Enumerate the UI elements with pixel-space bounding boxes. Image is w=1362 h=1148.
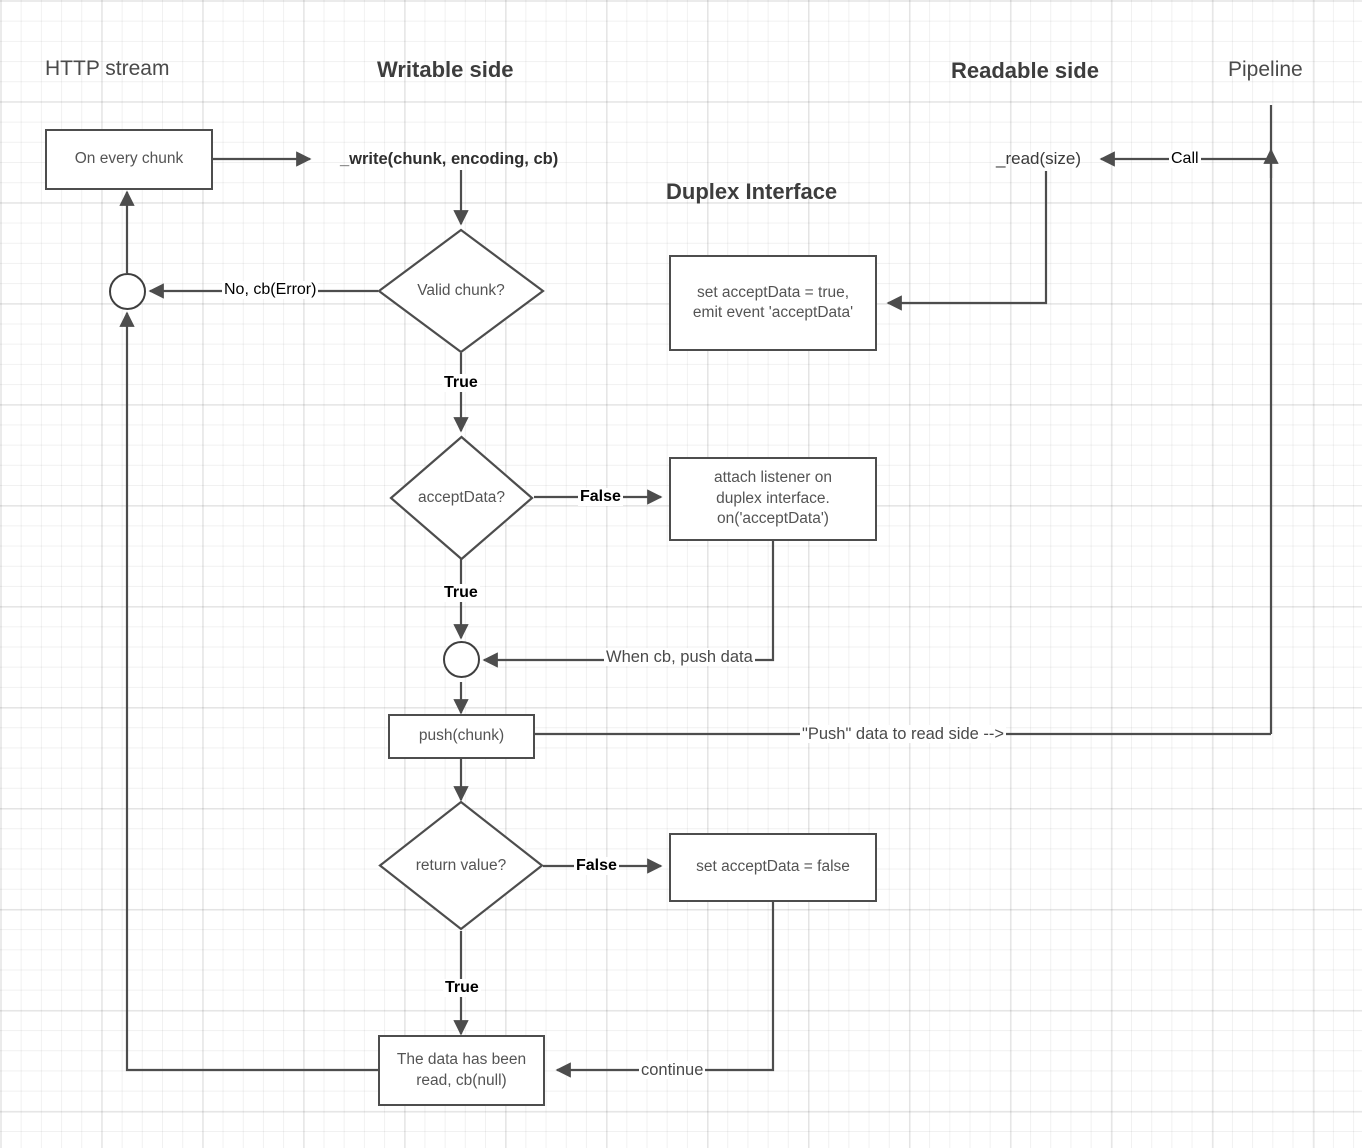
edge-read-to-setacceptdata xyxy=(886,171,1048,311)
node-accept-data-label: acceptData? xyxy=(417,489,506,506)
diamond-shape-return-value xyxy=(378,800,544,931)
node-data-has-been-read[interactable]: The data has been read, cb(null) xyxy=(378,1035,545,1106)
edge-label-push-to-read-side: "Push" data to read side --> xyxy=(800,725,1007,744)
label-write-api: _write(chunk, encoding, cb) xyxy=(340,150,559,168)
diamond-shape-valid-chunk xyxy=(377,228,545,354)
edge-label-no-cb-error: No, cb(Error) xyxy=(222,281,319,299)
node-return-value-question[interactable]: return value? xyxy=(378,800,544,931)
merge-node-push-join[interactable] xyxy=(443,641,480,678)
edge-label-continue: continue xyxy=(639,1061,706,1080)
edge-label-true-3: True xyxy=(443,979,481,997)
diamond-shape-accept-data xyxy=(389,435,534,561)
merge-node-error-join[interactable] xyxy=(109,273,146,310)
node-set-accept-data-false[interactable]: set acceptData = false xyxy=(669,833,877,902)
heading-duplex-interface: Duplex Interface xyxy=(666,179,838,204)
node-on-every-chunk[interactable]: On every chunk xyxy=(45,129,213,190)
edge-label-when-cb-push-data: When cb, push data xyxy=(604,648,755,667)
node-attach-listener[interactable]: attach listener on duplex interface. on(… xyxy=(669,457,877,541)
label-read-api: _read(size) xyxy=(996,149,1082,168)
node-valid-chunk[interactable]: Valid chunk? xyxy=(377,228,545,354)
node-return-value-label: return value? xyxy=(415,856,507,874)
heading-writable-side: Writable side xyxy=(377,57,514,82)
node-accept-data-question[interactable]: acceptData? xyxy=(389,435,534,561)
edge-label-false-1: False xyxy=(578,488,623,506)
heading-http-stream: HTTP stream xyxy=(45,57,170,80)
node-valid-chunk-label: Valid chunk? xyxy=(417,282,505,299)
edge-label-true-2: True xyxy=(442,584,480,602)
edge-label-true-1: True xyxy=(442,374,480,392)
node-push-chunk[interactable]: push(chunk) xyxy=(388,714,535,759)
edge-label-false-2: False xyxy=(574,857,619,875)
heading-readable-side: Readable side xyxy=(951,58,1099,83)
edge-label-call: Call xyxy=(1169,150,1201,168)
edge-setfalse-to-dataread xyxy=(555,902,775,1078)
heading-pipeline: Pipeline xyxy=(1228,58,1303,81)
node-set-accept-data-true[interactable]: set acceptData = true, emit event 'accep… xyxy=(669,255,877,351)
edge-dataread-to-join xyxy=(119,311,378,1072)
